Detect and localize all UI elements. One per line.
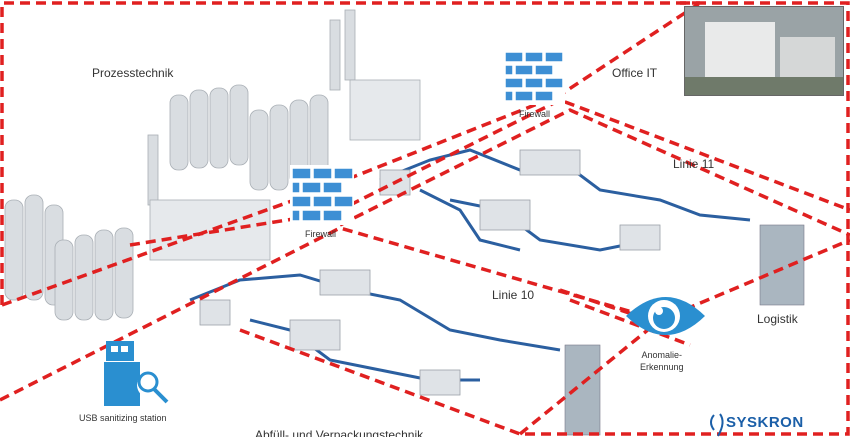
tank-farm (4, 9, 421, 321)
office-it-photo (684, 6, 844, 96)
firewall-label: Firewall (519, 109, 551, 119)
anomaly-detection-label: Anomalie- Erkennung (640, 349, 684, 373)
syskron-logo-icon (710, 413, 724, 437)
machines (199, 149, 661, 396)
warehouse-racks (564, 224, 805, 436)
anomaly-label-line-2: Erkennung (640, 362, 684, 372)
brand-logo: SYSKRON (726, 414, 804, 431)
firewall-icon (290, 165, 354, 225)
zone-label-packaging: Abfüll- und Verpackungstechnik (255, 428, 424, 437)
zone-label-process: Prozesstechnik (92, 66, 174, 80)
zone-label-line-10: Linie 10 (492, 288, 535, 302)
zone-label-logistics: Logistik (757, 312, 798, 326)
eye-icon (626, 297, 705, 335)
usb-station-label: USB sanitizing station (79, 413, 167, 423)
usb-search-icon (104, 341, 169, 406)
anomaly-label-line-1: Anomalie- (641, 350, 683, 360)
firewall-icon (504, 50, 565, 105)
zone-label-office: Office IT (612, 66, 658, 80)
firewall-label: Firewall (305, 229, 337, 239)
zone-label-line-11: Linie 11 (673, 157, 715, 171)
